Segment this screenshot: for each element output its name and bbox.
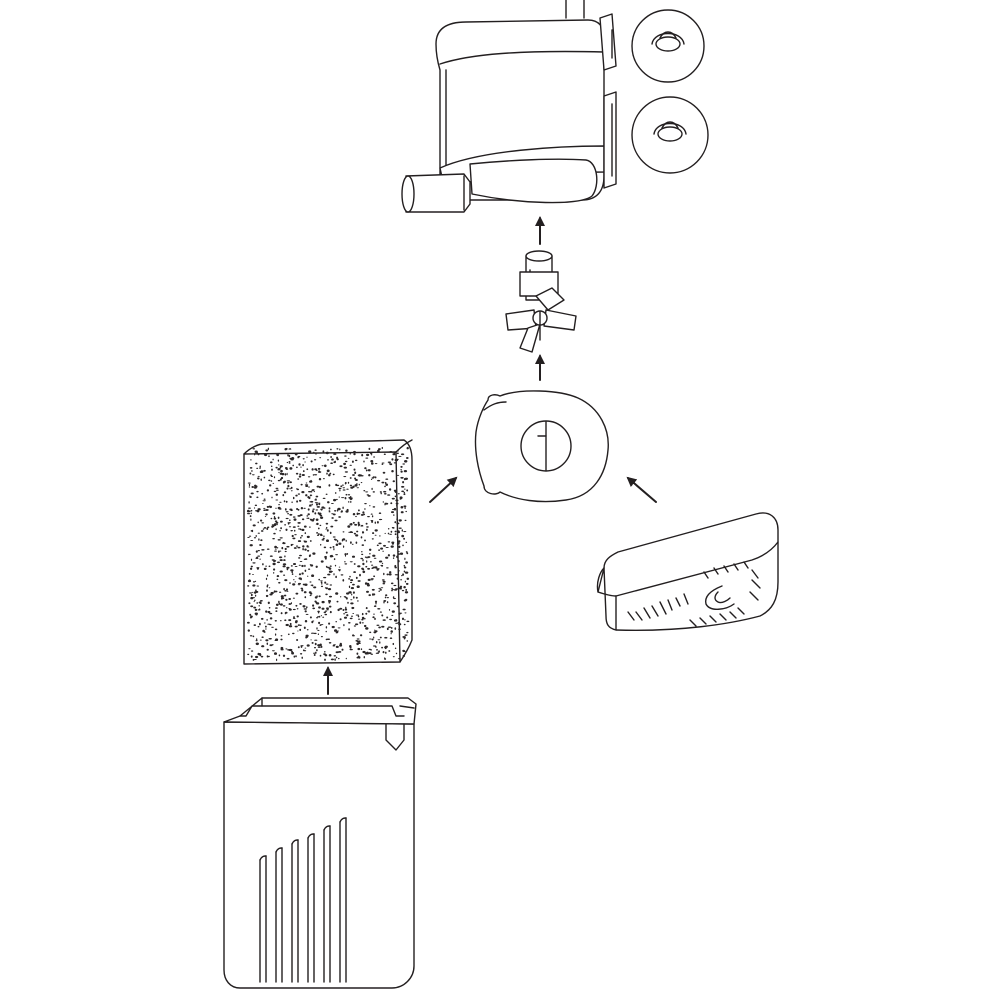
suction-cup-icon: [631, 96, 709, 174]
filter-sponge-icon: [243, 439, 413, 665]
vent-slots: [627, 561, 761, 627]
filter-housing-icon: [223, 697, 417, 989]
pump-motor-icon: [401, 0, 617, 213]
impeller-cover-icon: [474, 390, 609, 503]
bottom-cover-icon: [596, 512, 779, 631]
intake-slots: [259, 817, 347, 983]
arrow-sponge-to-cover: [429, 476, 458, 503]
suction-cup-icon: [631, 9, 705, 83]
sponge-texture: [246, 446, 410, 662]
assembly-arrows: [323, 216, 657, 695]
impeller-icon: [505, 250, 577, 353]
arrow-bottom-cover-to-cover: [626, 476, 657, 503]
